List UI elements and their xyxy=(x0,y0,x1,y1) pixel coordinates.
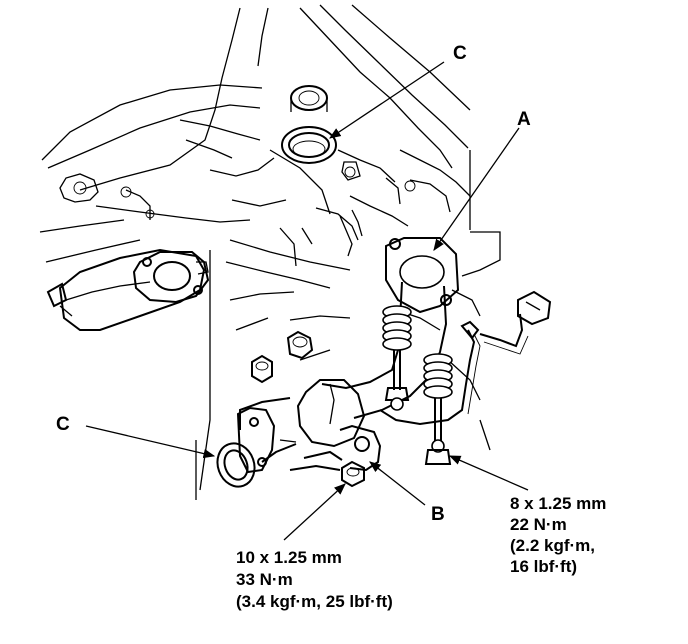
leader-c-top xyxy=(329,61,445,139)
spec-bottom-kgfm-lbfft: (3.4 kgf·m, 25 lbf·ft) xyxy=(236,592,393,611)
torque-spec-right: 8 x 1.25 mm 22 N·m (2.2 kgf·m, 16 lbf·ft… xyxy=(510,494,606,576)
engine-block-lineart xyxy=(39,4,501,500)
oxygen-sensor-wire xyxy=(379,290,552,426)
exhaust-pipe-a xyxy=(236,237,460,474)
spec-bottom-size: 10 x 1.25 mm xyxy=(236,548,342,567)
left-catalytic-converter xyxy=(46,248,210,331)
bracket-b xyxy=(289,424,382,488)
torque-spec-bottom: 10 x 1.25 mm 33 N·m (3.4 kgf·m, 25 lbf·f… xyxy=(236,548,393,611)
spec-right-nm: 22 N·m xyxy=(510,515,567,534)
gasket-c-top xyxy=(281,85,337,164)
spring-bolts xyxy=(382,305,453,465)
leader-c-left xyxy=(85,425,216,459)
spec-right-kgfm: (2.2 kgf·m, xyxy=(510,536,595,555)
spec-bottom-nm: 33 N·m xyxy=(236,570,293,589)
spec-right-size: 8 x 1.25 mm xyxy=(510,494,606,513)
leader-lines xyxy=(85,61,529,541)
callout-c-left: C xyxy=(56,414,70,435)
leader-b xyxy=(369,461,426,506)
leader-a xyxy=(433,127,520,251)
callout-a: A xyxy=(517,109,531,130)
gasket-c-left xyxy=(216,442,256,488)
leader-bolt-right xyxy=(448,455,529,491)
leader-nut-bottom xyxy=(283,483,346,541)
callout-c-top: C xyxy=(453,43,467,64)
spec-right-lbfft: 16 lbf·ft) xyxy=(510,557,577,576)
callout-b: B xyxy=(431,504,445,525)
loose-nuts xyxy=(251,330,314,384)
